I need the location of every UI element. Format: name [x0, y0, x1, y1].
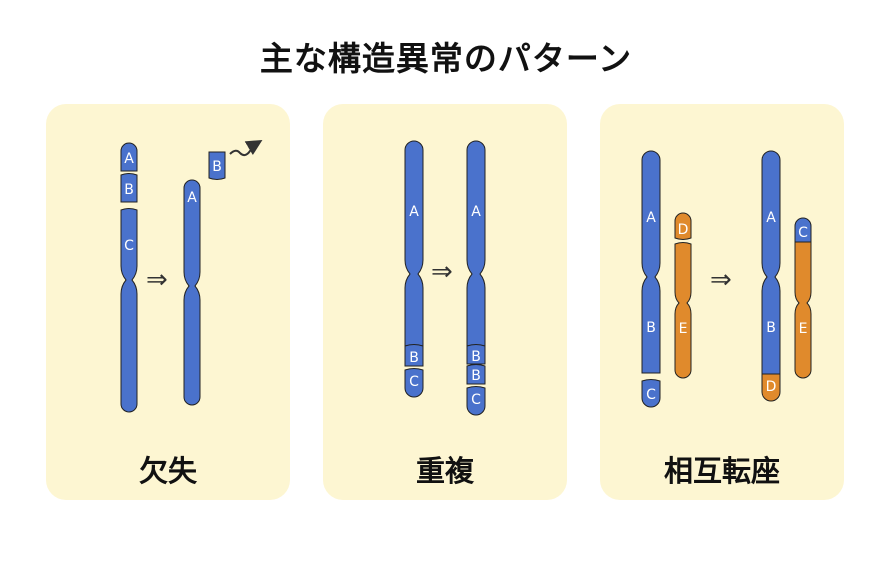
segment-label: A: [409, 204, 419, 220]
transform-arrow: ⇒: [431, 257, 453, 287]
segment-label: D: [678, 222, 689, 238]
translocation-before-orange-chromosome: D E: [674, 212, 692, 379]
segment-label: B: [212, 159, 222, 175]
panel-duplication: A B C ⇒ A B B C 重複: [323, 104, 567, 500]
duplication-before-chromosome: A B C: [404, 140, 424, 398]
segment-label: B: [124, 182, 134, 198]
deletion-before-chromosome: A B C: [120, 142, 138, 413]
duplication-diagram: A B C ⇒ A B B C: [404, 140, 486, 416]
segment-label: D: [766, 379, 777, 395]
segment-label: A: [187, 190, 197, 206]
panel-translocation: A B C D E ⇒ A B D: [600, 104, 844, 500]
segment-label: C: [409, 374, 419, 390]
panel-label-deletion: 欠失: [138, 454, 197, 488]
deleted-fragment: B: [208, 139, 263, 180]
translocation-after-blue-chromosome: A B D: [761, 150, 781, 402]
segment-label: B: [646, 320, 656, 336]
panel-deletion: A B C ⇒ A B 欠失: [46, 104, 290, 500]
transform-arrow: ⇒: [146, 265, 168, 295]
segment-label: A: [124, 151, 134, 167]
segment-label: C: [471, 392, 481, 408]
segment-label: C: [798, 225, 808, 241]
segment-label: B: [471, 349, 481, 365]
translocation-diagram: A B C D E ⇒ A B D: [641, 150, 812, 408]
segment-label: C: [646, 387, 656, 403]
segment-label: A: [646, 210, 656, 226]
segment-label: B: [409, 350, 419, 366]
segment-label: B: [471, 368, 481, 384]
translocation-before-blue-chromosome: A B C: [641, 150, 661, 408]
deletion-after-chromosome: A: [183, 179, 201, 406]
translocation-after-orange-chromosome: C E: [794, 217, 812, 379]
panel-label-duplication: 重複: [415, 454, 474, 488]
transform-arrow: ⇒: [710, 265, 732, 295]
segment-label: E: [799, 321, 808, 337]
deletion-diagram: A B C ⇒ A B: [120, 139, 263, 413]
wavy-arrow-icon: [229, 139, 263, 157]
segment-label: A: [471, 204, 481, 220]
duplication-after-chromosome: A B B C: [466, 140, 486, 416]
page-title: 主な構造異常のパターン: [259, 39, 633, 78]
segment-label: A: [766, 210, 776, 226]
panel-label-translocation: 相互転座: [663, 454, 780, 488]
segment-label: B: [766, 320, 776, 336]
segment-label: C: [124, 238, 134, 254]
segment-label: E: [679, 321, 688, 337]
